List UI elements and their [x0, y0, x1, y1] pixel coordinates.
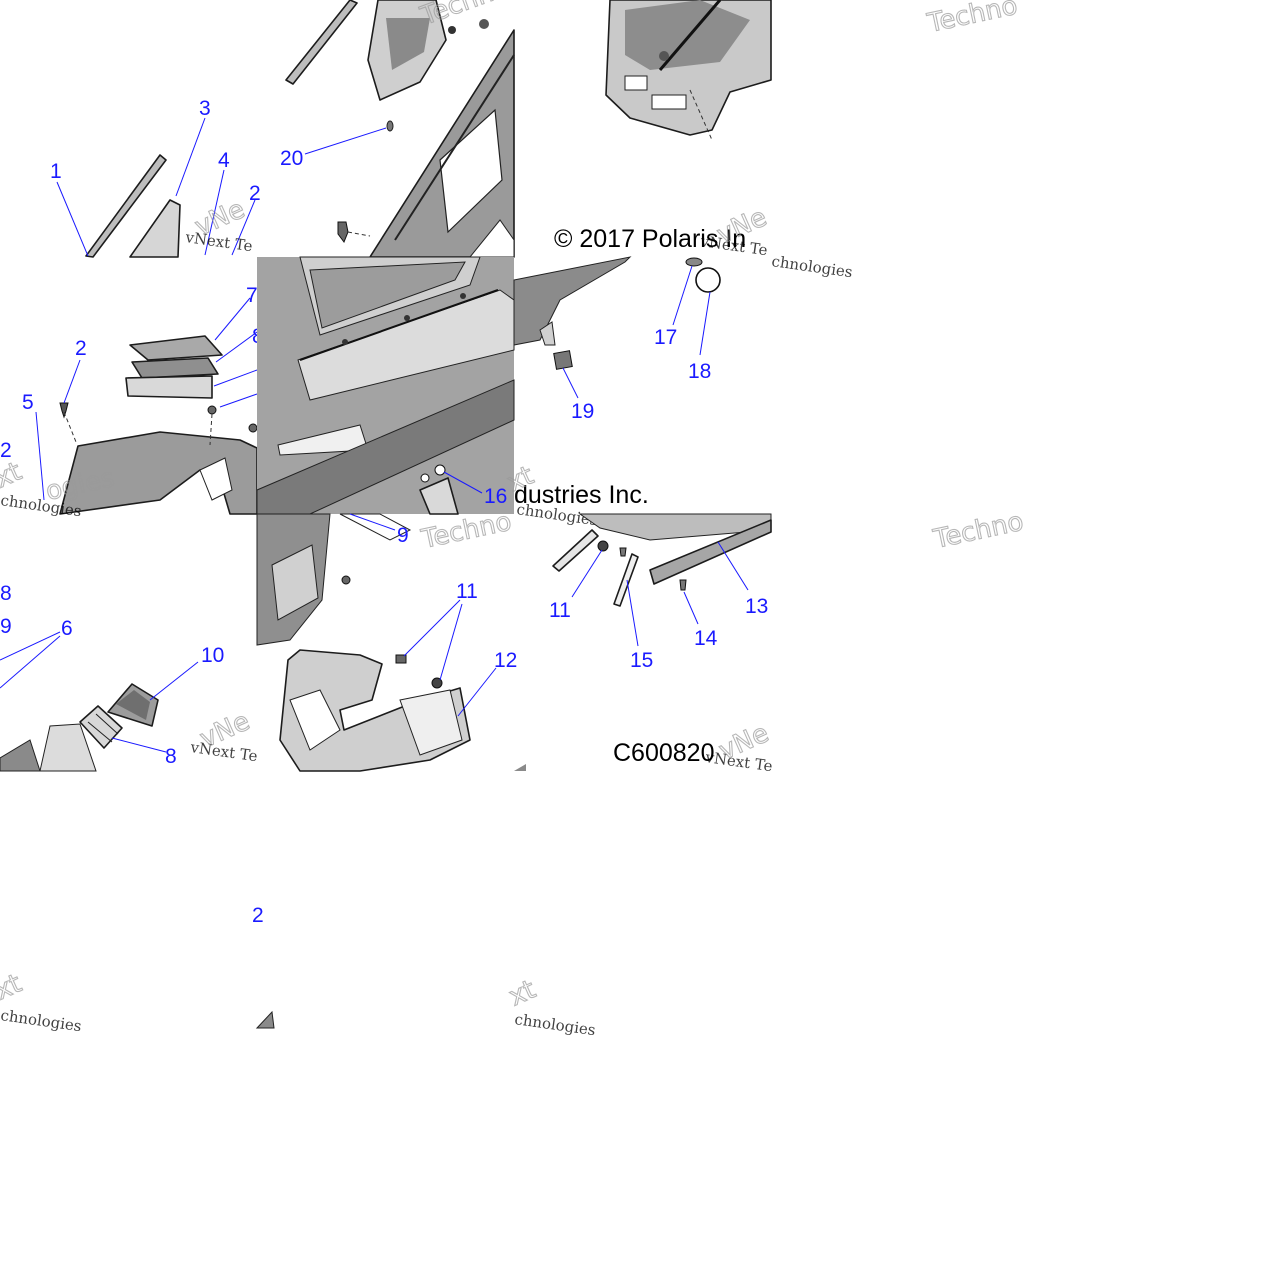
watermark-logo: Techno: [930, 507, 1026, 555]
callout-13: 13: [745, 595, 768, 618]
copyright-notice-cont: dustries Inc.: [514, 481, 649, 509]
fastener: [597, 540, 609, 552]
callout-2: 2: [75, 337, 87, 360]
watermark-logo: Techno: [924, 0, 1020, 39]
nut-clip: [553, 350, 573, 370]
callout-17: 17: [654, 326, 677, 349]
tile-bottom-left: 8 9 6 10 8 vNext Te vNe: [0, 582, 259, 772]
fastener: [431, 677, 443, 689]
o-ring: [695, 267, 721, 293]
callout-20: 20: [280, 147, 303, 170]
trim-strip: [85, 154, 167, 258]
watermark-text: chnologies: [770, 252, 853, 281]
tile-bottom-right: 11 13 14 15 C600820 vNext Te vNe: [549, 513, 774, 775]
rocker-trim: [649, 519, 772, 585]
vent-screen: [79, 705, 123, 749]
watermark-logo: xt: [505, 975, 541, 1013]
callout-12: 12: [494, 649, 517, 672]
fastener: [479, 19, 489, 29]
tile-top-left: 1 3 4 2 vNext Te vNe: [50, 97, 261, 258]
callout-2: 2: [0, 439, 12, 462]
callout-8: 8: [165, 745, 177, 768]
vent-gasket: [131, 357, 219, 379]
callout-7: 7: [246, 284, 258, 307]
callout-11: 11: [549, 599, 571, 622]
drawing-code: C600820: [613, 739, 714, 767]
callout-4: 4: [218, 149, 230, 172]
copyright-notice: © 2017 Polaris In: [554, 225, 746, 253]
callout-6: 6: [61, 617, 73, 640]
grommet: [420, 473, 430, 483]
callout-15: 15: [630, 649, 653, 672]
watermark-logo: Techno: [416, 0, 512, 32]
tile-middle-left: 7 8 2 5 2 chnologies xt ogies: [0, 284, 264, 520]
callout-1: 1: [50, 160, 62, 183]
callout-10: 10: [201, 644, 224, 667]
clip: [337, 221, 349, 244]
watermark-text: chnologies: [513, 1010, 596, 1039]
side-panel-piece: [129, 199, 181, 258]
stray-fragments: 2 xt chnologies xt chnologies: [0, 764, 597, 1039]
callout-5: 5: [22, 391, 34, 414]
vent-housing: [125, 375, 213, 399]
callout-11: 11: [456, 580, 478, 603]
screw: [395, 654, 407, 664]
trim-strip: [285, 0, 358, 85]
watermark-logo: xt: [0, 969, 26, 1007]
tile-bottom-middle: 9 11 12 Techno: [256, 506, 517, 772]
callout-14: 14: [694, 627, 718, 650]
screw: [207, 405, 217, 415]
callout-18: 18: [688, 360, 711, 383]
fastener: [448, 26, 456, 34]
watermark-text: chnologies: [0, 1006, 83, 1035]
screw: [341, 575, 351, 585]
trim-rod: [552, 529, 599, 572]
screw: [248, 423, 258, 433]
watermark-logo: xt: [0, 457, 26, 495]
callout-2: 2: [249, 182, 261, 205]
push-rivet: [386, 120, 394, 132]
screw: [679, 579, 687, 591]
mount-bracket: [419, 477, 459, 515]
callout-9: 9: [397, 524, 409, 547]
vent-louver: [129, 335, 223, 361]
trim-rod: [613, 553, 639, 607]
grommet: [434, 464, 446, 476]
tile-top-right: © 2017 Polaris In vNext Te vNe: [554, 0, 772, 259]
screw: [619, 547, 627, 557]
seal-cap: [685, 257, 703, 267]
tile-middle-right: 17 18 19 dustries Inc. chnologies xt: [502, 256, 721, 529]
callout-2: 2: [252, 904, 264, 927]
tile-center: 16: [256, 256, 515, 515]
callout-9: 9: [0, 615, 12, 638]
screw: [59, 402, 69, 419]
callout-3: 3: [199, 97, 211, 120]
callout-19: 19: [571, 400, 594, 423]
tile-top-middle: 20 Techno: [280, 0, 515, 258]
callout-8: 8: [0, 582, 12, 605]
callout-16: 16: [484, 485, 507, 508]
